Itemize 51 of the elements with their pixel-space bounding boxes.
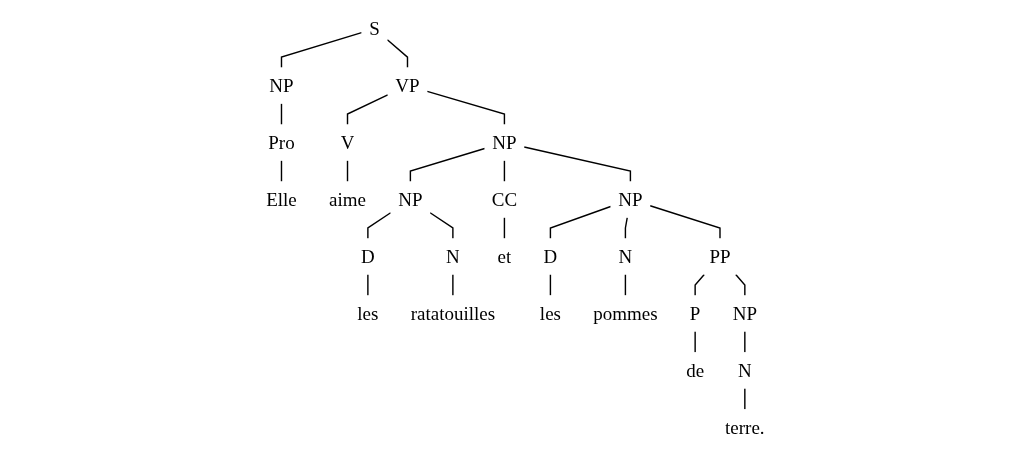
connector xyxy=(429,211,454,239)
connector xyxy=(624,273,626,296)
node-text: et xyxy=(497,245,511,267)
connector xyxy=(694,330,696,353)
node-text: CC xyxy=(491,188,517,210)
node-text: les xyxy=(356,302,379,324)
node-text: terre. xyxy=(724,416,765,438)
connector xyxy=(409,147,485,182)
node-text: P xyxy=(689,302,701,324)
node-text: NP xyxy=(268,74,294,96)
node-text: NP xyxy=(397,188,423,210)
node-text: D xyxy=(543,245,557,267)
connector xyxy=(523,145,631,182)
connector xyxy=(280,102,282,125)
connector xyxy=(743,330,746,353)
node-text: ratatouilles xyxy=(410,302,495,324)
node-text: Elle xyxy=(265,188,297,210)
node-text: N xyxy=(737,359,752,381)
connector xyxy=(280,159,282,182)
connector xyxy=(549,273,551,296)
node-text: pommes xyxy=(592,302,658,324)
connector xyxy=(346,159,348,182)
connector xyxy=(743,387,746,410)
node-text: NP xyxy=(491,131,517,153)
connector xyxy=(649,204,721,239)
connector xyxy=(386,38,408,68)
connector xyxy=(694,273,705,296)
connector xyxy=(503,159,505,182)
connector xyxy=(426,90,505,125)
connector xyxy=(366,273,369,296)
node-text: aime xyxy=(328,188,366,210)
node-text: N xyxy=(618,245,632,267)
node-text: D xyxy=(360,245,375,267)
node-text: V xyxy=(340,131,354,153)
node-text: NP xyxy=(617,188,643,210)
connector xyxy=(280,31,362,68)
node-text: de xyxy=(685,359,704,381)
connector xyxy=(451,273,454,296)
connector xyxy=(734,273,746,296)
connector xyxy=(346,93,389,125)
node-text: les xyxy=(539,302,561,324)
connector xyxy=(503,216,505,239)
node-text: NP xyxy=(732,302,757,324)
connector xyxy=(366,211,391,239)
node-text: N xyxy=(445,245,460,267)
node-text: PP xyxy=(709,245,731,267)
node-text: Pro xyxy=(267,131,295,153)
connector xyxy=(624,216,628,239)
node-text: S xyxy=(368,17,380,39)
connector xyxy=(549,205,611,239)
node-text: VP xyxy=(394,74,420,96)
